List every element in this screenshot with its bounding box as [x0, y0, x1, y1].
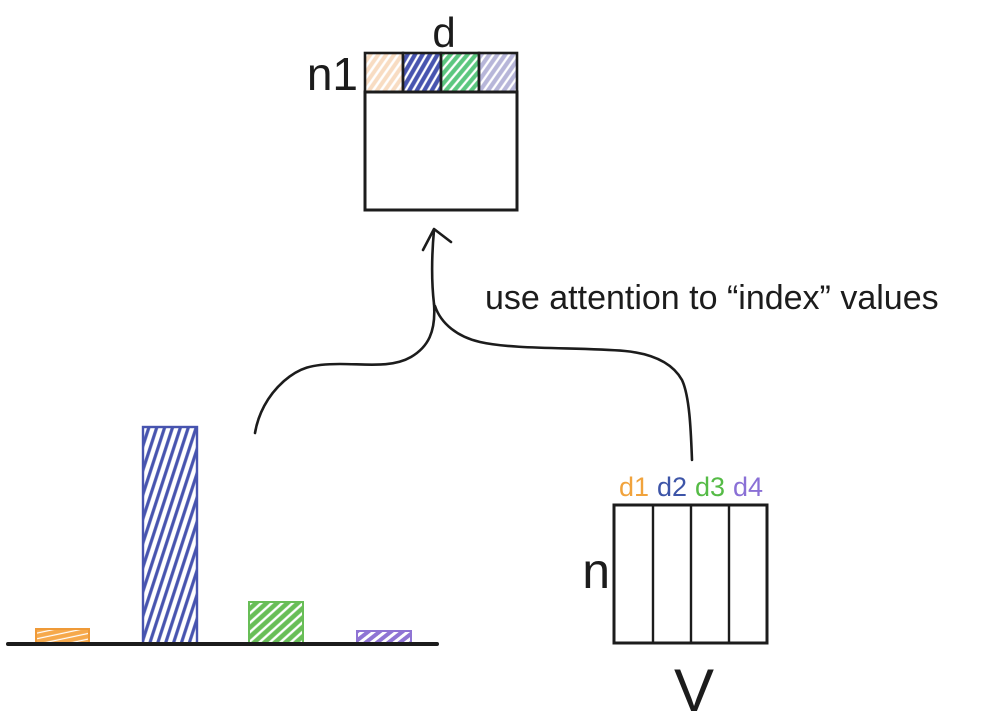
- output-row-cell-lavender: [477, 51, 519, 94]
- arrow-shaft: [430, 228, 436, 306]
- value-matrix-col-label-d4: d4: [733, 472, 763, 502]
- bar-green: [248, 601, 304, 645]
- value-matrix-col-label-d1: d1: [619, 472, 649, 502]
- value-matrix-col-label-d3: d3: [695, 472, 725, 502]
- value-matrix: d1 d2 d3 d4 n V: [582, 472, 769, 724]
- arrow-branch-from-values: [433, 304, 694, 462]
- annotation-text: use attention to “index” values: [485, 279, 939, 317]
- output-row-cell-peach: [363, 51, 405, 94]
- value-matrix-title: V: [674, 657, 714, 724]
- bar-blue: [141, 425, 199, 646]
- value-matrix-col-label-d2: d2: [657, 472, 687, 502]
- output-row-cell-blue: [401, 51, 443, 94]
- arrow-head: [421, 227, 453, 252]
- attention-arrow: [253, 227, 694, 462]
- bar-orange: [35, 628, 90, 645]
- output-matrix-body: [363, 90, 519, 212]
- attention-bar-chart: [6, 425, 439, 646]
- output-row-cell-green: [439, 51, 481, 94]
- output-matrix: d n1: [307, 9, 519, 212]
- output-matrix-row-dim-label: n1: [307, 48, 358, 100]
- arrow-branch-from-bars: [253, 302, 436, 435]
- output-matrix-col-dim-label: d: [432, 9, 455, 56]
- value-matrix-row-dim-label: n: [582, 543, 610, 599]
